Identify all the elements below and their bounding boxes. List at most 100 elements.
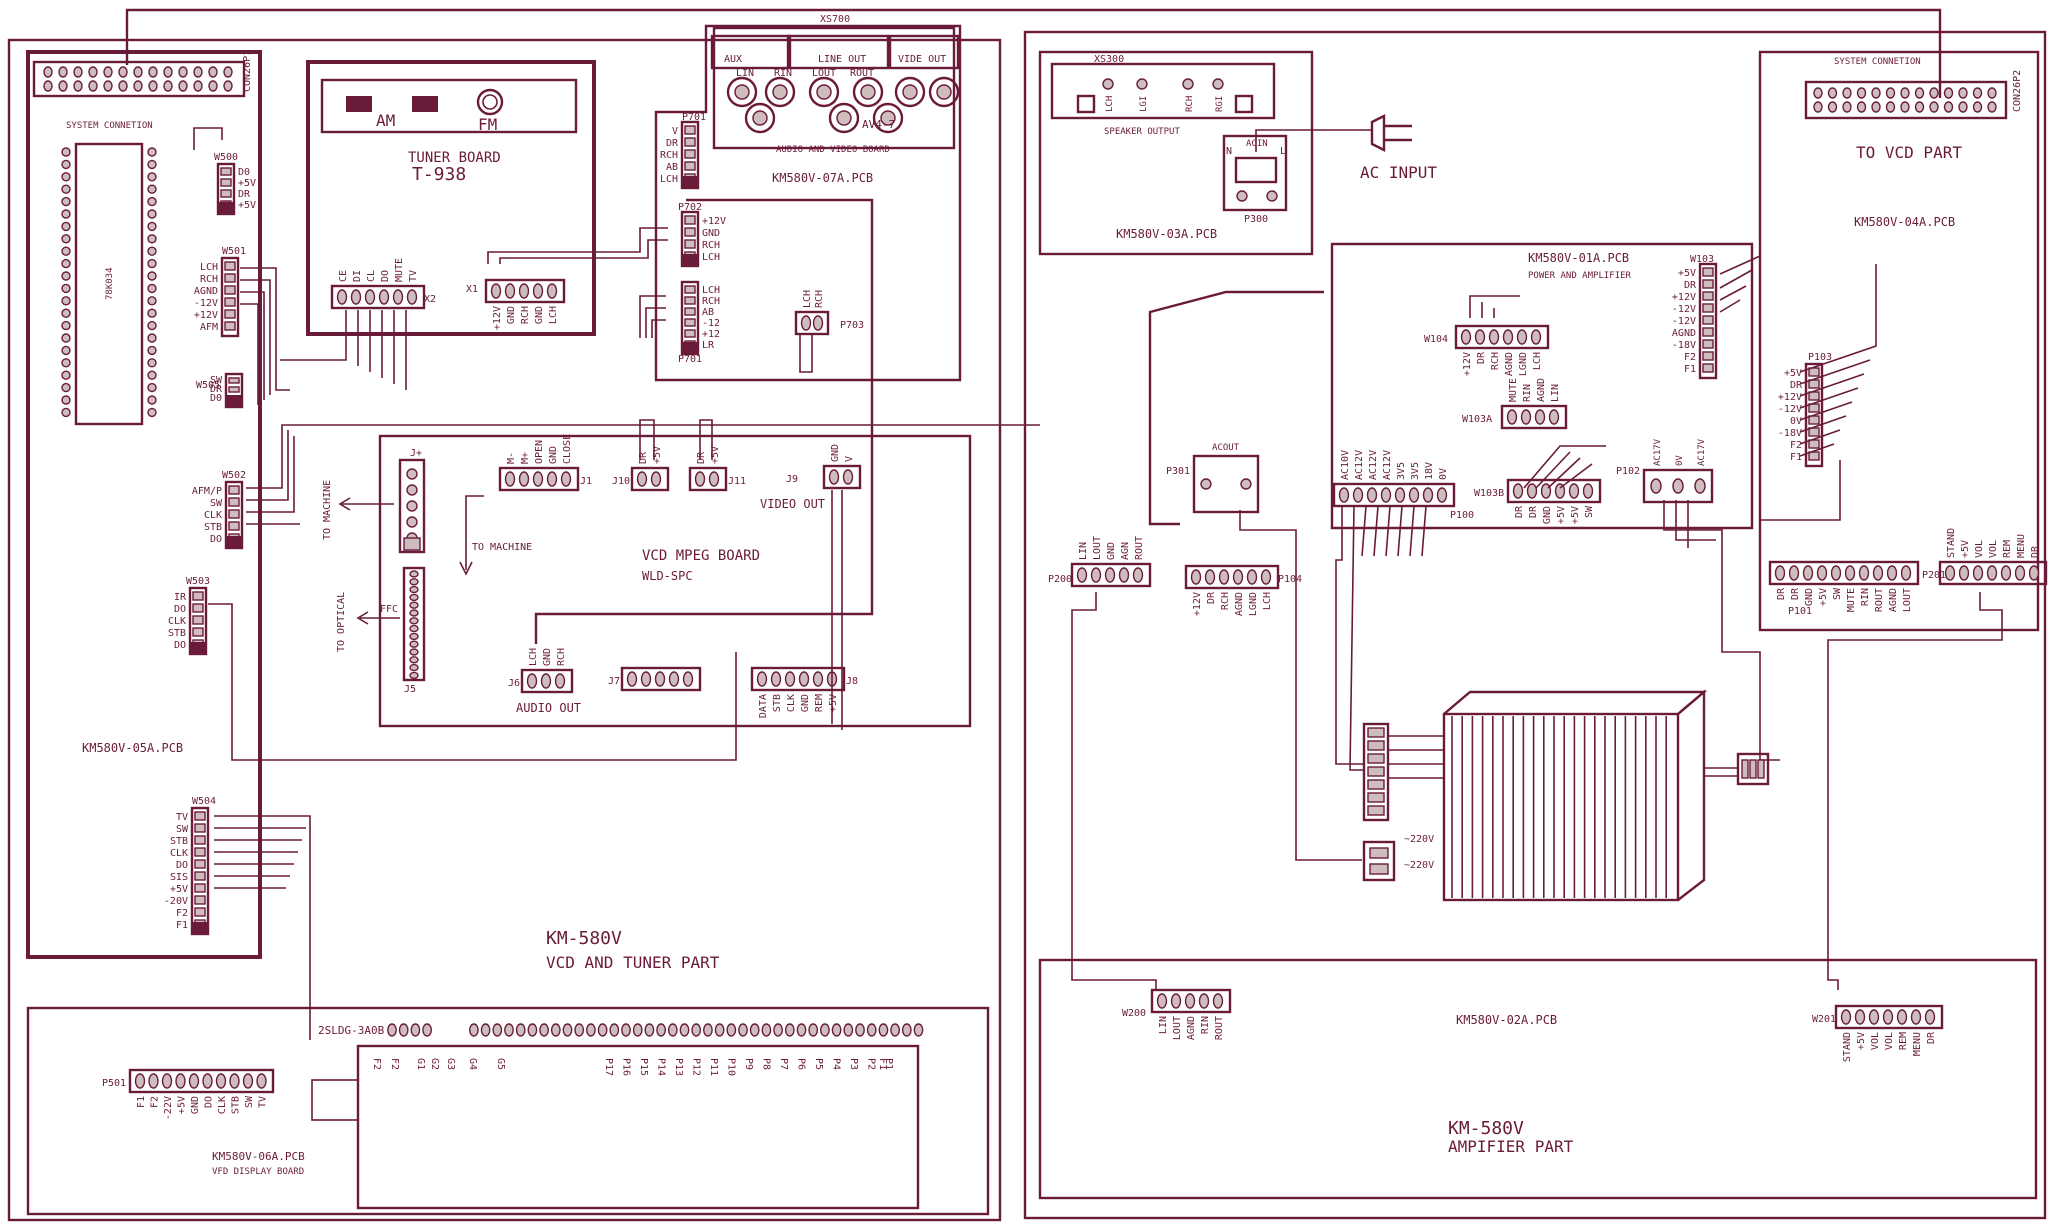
connector-pin <box>228 485 240 495</box>
pin-label: DR <box>1476 351 1487 364</box>
mcu-pin <box>61 172 71 182</box>
connector-housing <box>620 666 702 692</box>
pin-label: LCH <box>702 285 720 296</box>
control-board-outline <box>26 50 262 959</box>
connector-ref: P103 <box>1808 352 1832 363</box>
system-pin <box>148 66 158 78</box>
pin-label: TV <box>258 1096 269 1108</box>
pin-label: DR <box>1206 591 1217 604</box>
vfd-pin <box>422 1023 432 1037</box>
vfd-seg-label: P12 <box>691 1058 702 1076</box>
connector-pin <box>1530 329 1542 345</box>
pin-label: SW <box>210 498 223 509</box>
mcu-pin <box>61 209 71 219</box>
pin-label: MUTE <box>1846 588 1857 612</box>
vfd-pin <box>784 1023 795 1037</box>
left-title: KM-580V <box>546 928 622 949</box>
speaker-pin <box>1182 78 1194 90</box>
pin-label: REM <box>2002 540 2013 558</box>
heatsink: ~220V ~220V <box>1362 689 1770 902</box>
system-pin <box>178 80 188 92</box>
tuner-title: TUNER BOARD <box>408 150 501 166</box>
pin-label: +5V <box>170 884 188 895</box>
system-pin <box>223 66 233 78</box>
pin-label: +5V <box>1678 268 1696 279</box>
pin-label: AGND <box>194 286 218 297</box>
speaker-output-label: SPEAKER OUTPUT <box>1104 127 1180 137</box>
vfd-grid-label: G5 <box>495 1058 506 1070</box>
mcu-pin <box>147 221 157 232</box>
connector-pin <box>1858 565 1870 581</box>
connector-pin <box>1554 483 1566 499</box>
wire-p703 <box>799 334 813 373</box>
pin-label: AC12V <box>1368 450 1379 480</box>
connector-pin <box>1816 565 1828 581</box>
pin-label: +5V <box>177 1096 188 1114</box>
pin-label: +5V <box>238 178 256 189</box>
wire-p101-to-p103 <box>1759 460 1841 540</box>
connector-pin <box>640 671 652 687</box>
mcu-pin <box>147 358 157 368</box>
speaker-pin-label: LCH <box>1105 96 1115 112</box>
system-pin <box>1813 87 1823 99</box>
xs700-group-box <box>786 34 890 70</box>
connector-pin <box>684 149 696 159</box>
jack-label: ROUT <box>850 68 874 79</box>
connector-pin <box>1232 569 1244 585</box>
vfd-pin <box>504 1023 514 1037</box>
connector-pin <box>1958 565 1970 581</box>
system-pin <box>1885 101 1896 113</box>
to-machine-label-2: TO MACHINE <box>472 542 532 553</box>
connector-ref: P100 <box>1450 510 1474 521</box>
connector-pin <box>1650 478 1662 494</box>
vfd-seg-label: P14 <box>656 1058 667 1076</box>
pin-label: M+ <box>520 452 531 464</box>
vcd-model: WLD-SPC <box>642 569 693 583</box>
connector-pin <box>1694 478 1706 494</box>
connector-pin <box>682 671 694 687</box>
connector-ref: P703 <box>840 320 864 331</box>
mcu-pin <box>147 196 157 207</box>
system-connector-pins <box>43 66 233 92</box>
system-pin <box>43 80 53 92</box>
connector-pin <box>220 189 232 198</box>
connector-pin <box>800 315 812 331</box>
connector-pin <box>1896 1009 1908 1025</box>
system-pin <box>1958 87 1968 99</box>
xs300-ref: XS300 <box>1094 54 1124 65</box>
system-pin <box>1856 101 1867 113</box>
pin-label: TV <box>176 812 188 823</box>
vfd-grid-label: F2 <box>371 1058 382 1070</box>
pin-label: IR <box>174 592 187 603</box>
connector-key <box>403 537 421 551</box>
connector-pin <box>518 283 530 299</box>
connector-pin <box>220 178 232 187</box>
connector-pin <box>1872 565 1884 581</box>
connector-pin <box>684 296 696 305</box>
pin-label: ROUT <box>1214 1016 1225 1040</box>
pin-label: MENU <box>1912 1032 1923 1056</box>
pin-label: GND <box>1106 542 1117 560</box>
fm-knob <box>476 88 504 116</box>
pin-label: AC12V <box>1354 450 1365 480</box>
connector-pin <box>532 471 544 487</box>
rca-jack-center <box>836 110 852 126</box>
pin-label: AFM/P <box>192 486 222 497</box>
pin-label: 18V <box>1424 462 1435 480</box>
connector-ref: W200 <box>1122 1008 1146 1019</box>
mcu-pin <box>147 184 157 194</box>
mains-label-2: ~220V <box>1404 860 1434 871</box>
connector-pin <box>1672 478 1684 494</box>
connector-pin <box>175 1073 186 1089</box>
connector-pin <box>1204 569 1216 585</box>
connector-pin <box>1246 569 1258 585</box>
amplifier-frame <box>1023 30 2047 1220</box>
